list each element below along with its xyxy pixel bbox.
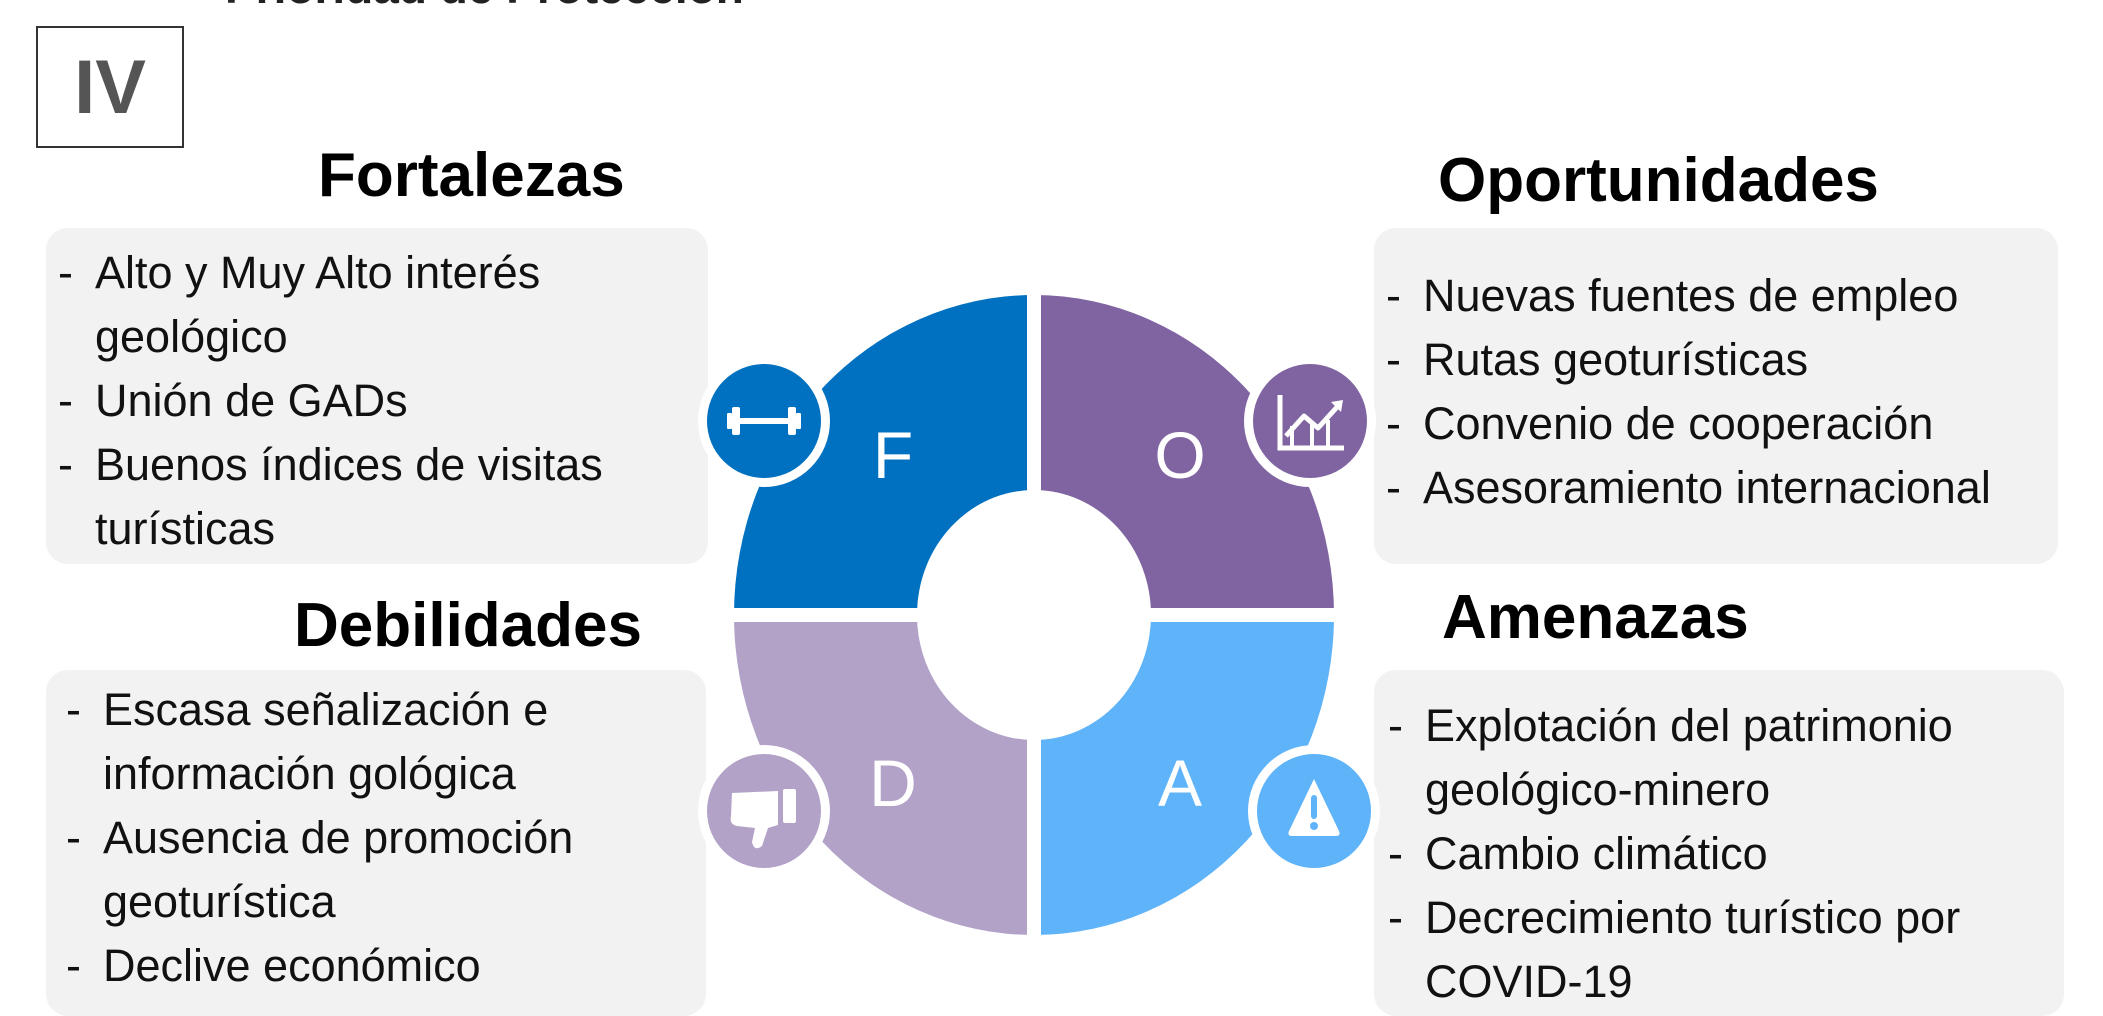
- list-item: Declive económico: [54, 934, 706, 998]
- list-item-line: información gológica: [103, 748, 516, 799]
- growth-chart-icon: [1244, 355, 1376, 487]
- thumbs-down-icon: [698, 745, 830, 877]
- list-item-line: Convenio de cooperación: [1423, 398, 1934, 449]
- list-item: Unión de GADs: [46, 369, 708, 433]
- letter-d: D: [869, 746, 917, 820]
- list-item-line: Alto y Muy Alto interés: [95, 247, 541, 298]
- fortalezas-title: Fortalezas: [318, 141, 625, 210]
- list-item-line: COVID-19: [1425, 956, 1633, 1007]
- debilidades-list: Escasa señalización e información gológic…: [54, 678, 706, 998]
- fortalezas-panel: Alto y Muy Alto interés geológicoUnión de…: [46, 228, 708, 564]
- quadrant-segment-d: [734, 615, 1034, 935]
- list-item: Explotación del patrimonio geológico-mine…: [1376, 694, 2064, 822]
- list-item: Cambio climático: [1376, 822, 2064, 886]
- amenazas-title: Amenazas: [1442, 583, 1749, 652]
- list-item-line: Escasa señalización e: [103, 684, 549, 735]
- list-item: Buenos índices de visitas turísticas: [46, 433, 708, 561]
- quadrant-segment-o: [1034, 295, 1334, 615]
- list-item-line: geológico-minero: [1425, 764, 1771, 815]
- oportunidades-list: Nuevas fuentes de empleoRutas geoturísti…: [1374, 264, 2058, 520]
- horizontal-divider: [724, 608, 1344, 622]
- list-item-line: Nuevas fuentes de empleo: [1423, 270, 1959, 321]
- letter-o: O: [1154, 418, 1205, 492]
- list-item-line: Buenos índices de visitas: [95, 439, 603, 490]
- list-item: Rutas geoturísticas: [1374, 328, 2058, 392]
- list-item-line: geológico: [95, 311, 288, 362]
- list-item: Nuevas fuentes de empleo: [1374, 264, 2058, 328]
- list-item-line: Rutas geoturísticas: [1423, 334, 1809, 385]
- list-item: Ausencia de promoción geoturística: [54, 806, 706, 934]
- list-item: Escasa señalización e información gológic…: [54, 678, 706, 806]
- quadrant-segment-a: [1034, 615, 1334, 935]
- list-item-line: Decrecimiento turístico por: [1425, 892, 1961, 943]
- debilidades-title: Debilidades: [294, 591, 642, 660]
- list-item-line: Ausencia de promoción: [103, 812, 574, 863]
- list-item: Asesoramiento internacional: [1374, 456, 2058, 520]
- cut-off-title: Prioridad de Protección: [225, 0, 744, 14]
- list-item-line: geoturística: [103, 876, 336, 927]
- warning-icon: [1248, 745, 1380, 877]
- list-item-line: Asesoramiento internacional: [1423, 462, 1991, 513]
- list-item-line: Explotación del patrimonio: [1425, 700, 1953, 751]
- section-number-box: IV: [36, 26, 184, 148]
- list-item-line: Cambio climático: [1425, 828, 1768, 879]
- letter-a: A: [1158, 746, 1202, 820]
- list-item: Convenio de cooperación: [1374, 392, 2058, 456]
- list-item-line: turísticas: [95, 503, 276, 554]
- list-item-line: Declive económico: [103, 940, 481, 991]
- oportunidades-title: Oportunidades: [1438, 146, 1879, 215]
- letter-f: F: [873, 418, 913, 492]
- section-number: IV: [74, 44, 146, 130]
- list-item-line: Unión de GADs: [95, 375, 408, 426]
- oportunidades-panel: Nuevas fuentes de empleoRutas geoturísti…: [1374, 228, 2058, 564]
- list-item: Alto y Muy Alto interés geológico: [46, 241, 708, 369]
- fortalezas-list: Alto y Muy Alto interés geológicoUnión de…: [46, 241, 708, 561]
- quadrant-segment-f: [734, 295, 1034, 615]
- dumbbell-icon: [698, 355, 830, 487]
- amenazas-panel: Explotación del patrimonio geológico-mine…: [1374, 670, 2064, 1016]
- amenazas-list: Explotación del patrimonio geológico-mine…: [1376, 694, 2064, 1014]
- debilidades-panel: Escasa señalización e información gológic…: [46, 670, 706, 1016]
